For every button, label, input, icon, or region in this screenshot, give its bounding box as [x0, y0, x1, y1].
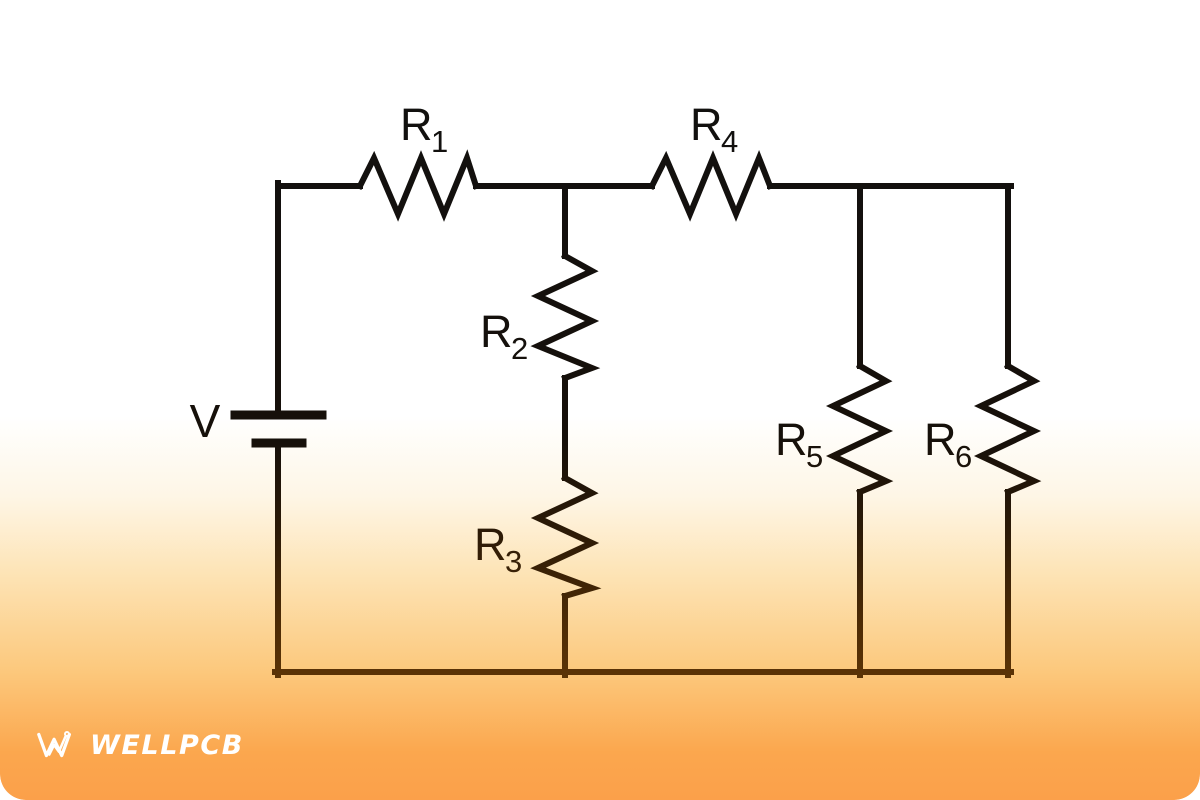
wellpcb-logo: WELLPCB [34, 722, 244, 768]
svg-text:R: R [400, 99, 433, 150]
svg-text:2: 2 [511, 331, 528, 366]
svg-text:6: 6 [955, 439, 972, 474]
label-r5: R 5 [775, 414, 823, 474]
svg-text:1: 1 [431, 124, 448, 159]
label-source-v: V [190, 395, 221, 447]
svg-text:R: R [690, 99, 723, 150]
label-r6: R 6 [924, 414, 972, 474]
label-r3: R 3 [474, 519, 522, 579]
svg-text:3: 3 [505, 544, 522, 579]
label-r1: R 1 [400, 99, 448, 159]
svg-text:R: R [480, 306, 513, 357]
label-r4: R 4 [690, 99, 738, 159]
wellpcb-w-mark-icon [37, 731, 71, 758]
resistor-r1-zigzag [355, 149, 480, 222]
svg-text:R: R [775, 414, 808, 465]
resistor-r5-zigzag [825, 361, 894, 496]
svg-text:R: R [474, 519, 507, 570]
resistor-r4-zigzag [647, 149, 774, 222]
svg-text:5: 5 [806, 439, 823, 474]
svg-text:R: R [924, 414, 957, 465]
resistor-r2-zigzag [530, 251, 601, 382]
resistor-r6-zigzag [973, 361, 1042, 496]
label-r2: R 2 [480, 306, 528, 366]
resistor-r3-zigzag [530, 473, 602, 600]
wellpcb-wordmark: WELLPCB [89, 729, 244, 761]
svg-text:4: 4 [721, 124, 738, 159]
